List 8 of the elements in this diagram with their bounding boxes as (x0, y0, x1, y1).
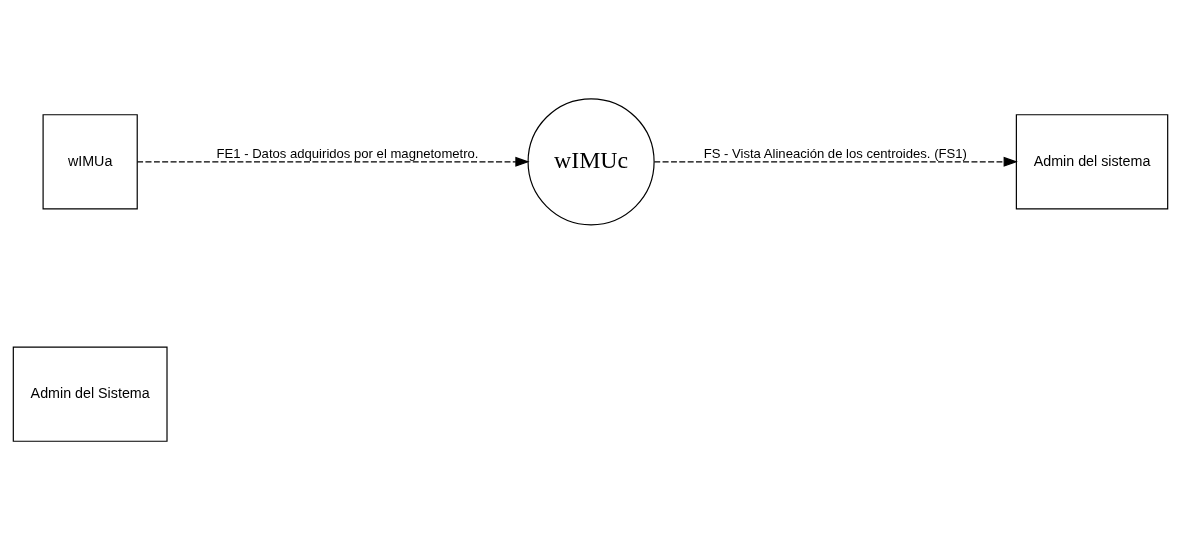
arrow (136, 156, 530, 167)
edge-label: FE1 - Datos adquiridos por el magnetometro. (216, 145, 479, 161)
edge-label: FS - Vista Alineación de los centroides. (FS1) (703, 145, 967, 161)
node-box: wIMUa (42, 113, 138, 209)
node-circle: wIMUc (527, 97, 655, 225)
arrow (653, 156, 1018, 167)
node-box: Admin del sistema (1015, 113, 1169, 209)
node-box: Admin del Sistema (12, 346, 168, 442)
